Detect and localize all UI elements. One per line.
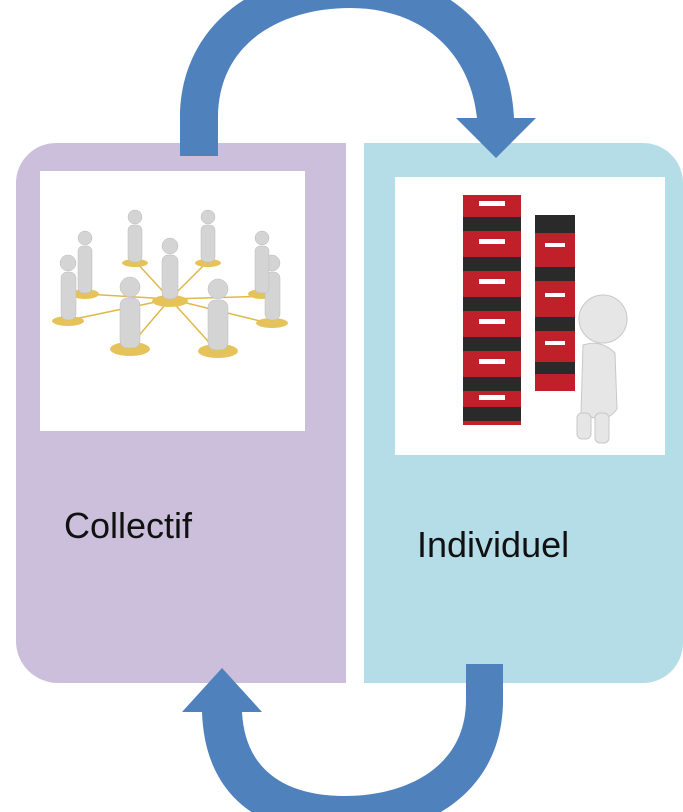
- binder-stack-2: [535, 215, 575, 391]
- person-figure: [576, 294, 628, 444]
- top-arrow-icon: [180, 0, 536, 158]
- network-illustration: [52, 209, 288, 358]
- bottom-arrow-icon: [182, 664, 503, 812]
- collectif-label: Collectif: [64, 505, 193, 546]
- binder-stack-1: [463, 195, 521, 425]
- binders-illustration: [463, 195, 628, 444]
- network-people-image: [40, 171, 305, 431]
- individuel-label: Individuel: [417, 524, 570, 565]
- binders-person-image: [395, 177, 665, 455]
